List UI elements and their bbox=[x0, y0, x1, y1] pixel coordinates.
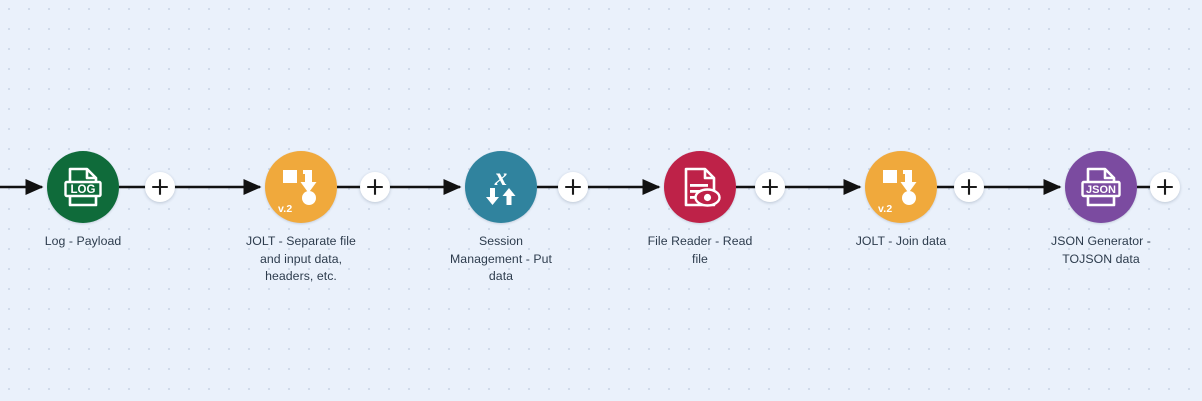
node-avatar[interactable] bbox=[664, 151, 736, 223]
flow-node-file-reader-read[interactable]: File Reader - Read file bbox=[620, 151, 780, 268]
file-read-eye-icon bbox=[684, 167, 721, 207]
log-file-icon: LOG bbox=[64, 167, 102, 207]
jolt-transform-icon bbox=[883, 170, 917, 205]
add-step-button-5[interactable] bbox=[954, 172, 984, 202]
node-label: JSON Generator - TOJSON data bbox=[1051, 234, 1151, 266]
node-label: Log - Payload bbox=[44, 234, 122, 248]
add-step-button-6[interactable] bbox=[1150, 172, 1180, 202]
jolt-transform-icon bbox=[283, 170, 317, 205]
node-avatar[interactable]: v.2 bbox=[865, 151, 937, 223]
node-version-badge: v.2 bbox=[878, 202, 893, 215]
svg-text:JSON: JSON bbox=[1086, 184, 1116, 196]
node-avatar[interactable]: v.2 bbox=[265, 151, 337, 223]
plus-icon bbox=[367, 179, 383, 195]
flow-node-log-payload[interactable]: LOG Log - Payload bbox=[3, 151, 163, 251]
json-file-icon: JSON bbox=[1081, 167, 1121, 207]
add-step-button-2[interactable] bbox=[360, 172, 390, 202]
node-version-badge: v.2 bbox=[278, 202, 293, 215]
node-avatar[interactable]: JSON bbox=[1065, 151, 1137, 223]
node-label: JOLT - Separate file and input data, hea… bbox=[246, 234, 356, 283]
add-step-button-4[interactable] bbox=[755, 172, 785, 202]
flow-node-session-management-put[interactable]: x Session Management - Put data bbox=[421, 151, 581, 286]
plus-icon bbox=[961, 179, 977, 195]
flow-node-jolt-separate[interactable]: v.2 JOLT - Separate file and input data,… bbox=[221, 151, 381, 286]
plus-icon bbox=[762, 179, 778, 195]
node-avatar[interactable]: LOG bbox=[47, 151, 119, 223]
plus-icon bbox=[152, 179, 168, 195]
node-label: File Reader - Read file bbox=[647, 234, 753, 266]
add-step-button-1[interactable] bbox=[145, 172, 175, 202]
session-variable-icon: x bbox=[486, 165, 516, 205]
node-label: Session Management - Put data bbox=[450, 234, 552, 283]
node-avatar[interactable]: x bbox=[465, 151, 537, 223]
plus-icon bbox=[565, 179, 581, 195]
add-step-button-3[interactable] bbox=[558, 172, 588, 202]
svg-text:LOG: LOG bbox=[71, 184, 96, 196]
svg-text:x: x bbox=[494, 165, 508, 191]
flow-node-jolt-join[interactable]: v.2 JOLT - Join data bbox=[821, 151, 981, 251]
node-label: JOLT - Join data bbox=[855, 234, 947, 248]
plus-icon bbox=[1157, 179, 1173, 195]
flow-node-json-generator[interactable]: JSON JSON Generator - TOJSON data bbox=[1021, 151, 1181, 268]
